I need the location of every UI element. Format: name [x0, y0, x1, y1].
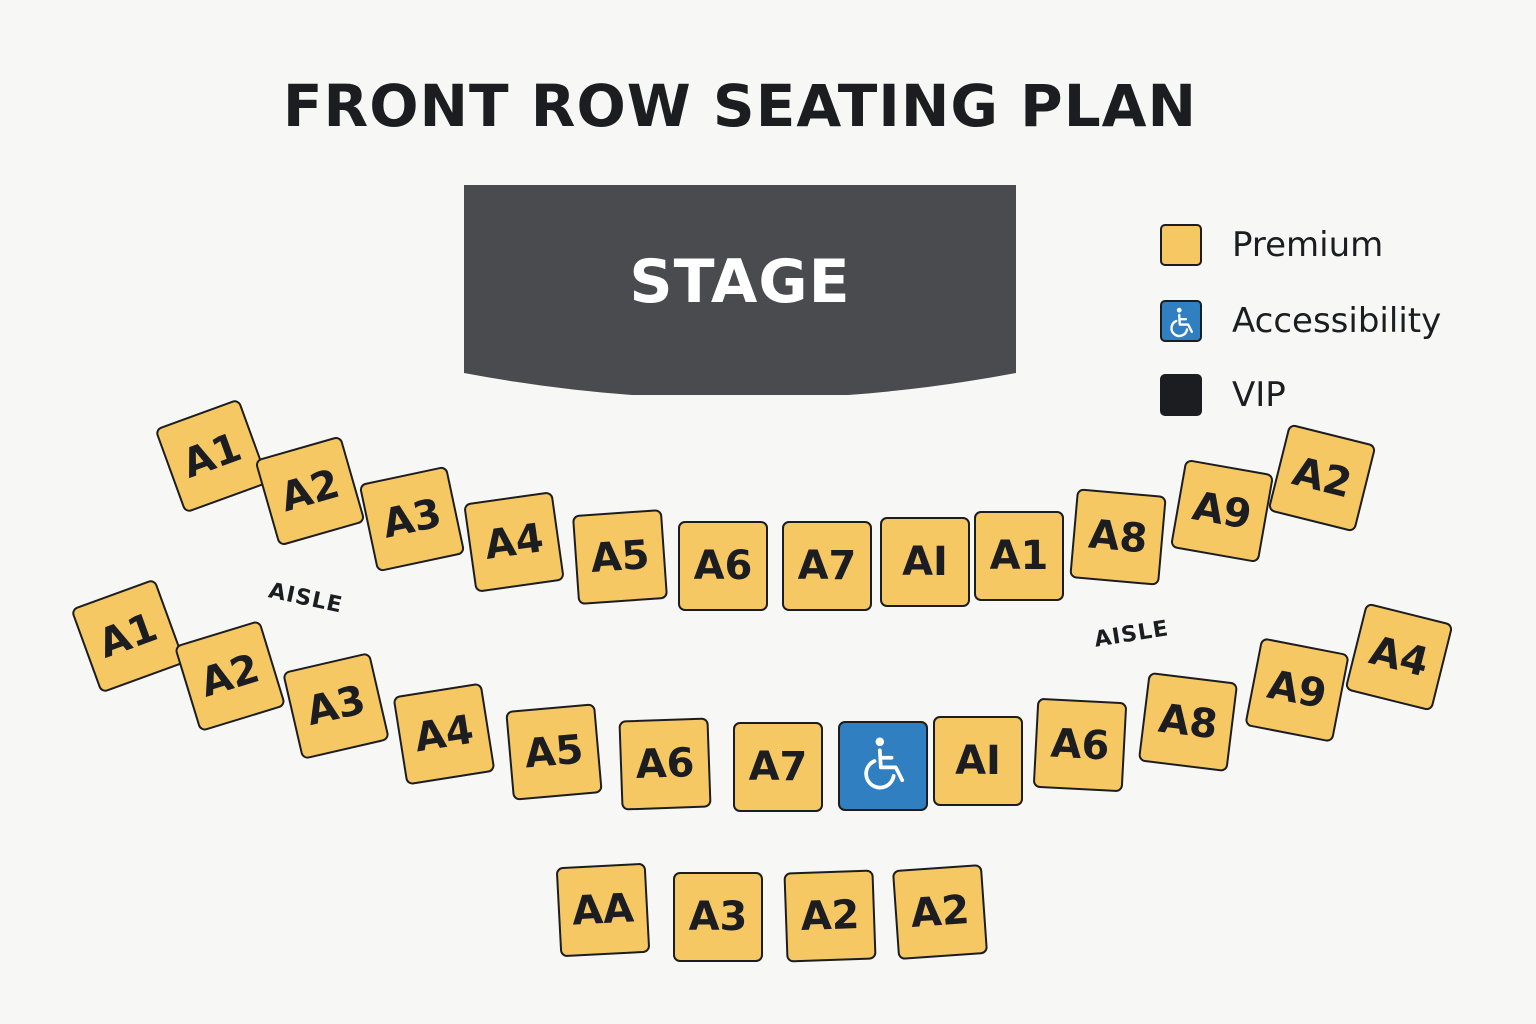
seat[interactable]: A2	[254, 435, 366, 547]
seat[interactable]: A2	[891, 863, 989, 961]
seat[interactable]: A8	[1069, 488, 1167, 586]
seat-label: A4	[1364, 627, 1434, 687]
seat-label: A8	[1086, 511, 1150, 563]
page-title: FRONT ROW SEATING PLAN	[282, 72, 1198, 140]
seat-label: A8	[1156, 695, 1220, 749]
stage: STAGE	[464, 185, 1016, 395]
seat-label: AI	[902, 539, 948, 585]
legend-item-premium: Premium	[1158, 222, 1478, 270]
seat-label: A3	[688, 894, 748, 940]
seat[interactable]: A3	[282, 652, 390, 760]
legend-item-vip: VIP	[1158, 372, 1478, 420]
seat[interactable]: A4	[463, 491, 565, 593]
wheelchair-icon	[851, 729, 915, 803]
seat-label: A6	[693, 543, 753, 589]
seat-label: A2	[275, 460, 345, 522]
vip-swatch-icon	[1160, 374, 1202, 416]
seat-label: A7	[748, 744, 808, 790]
seat[interactable]: A3	[673, 872, 763, 962]
stage-shape	[464, 185, 1016, 395]
legend-item-accessibility: Accessibility	[1158, 298, 1478, 346]
seat[interactable]: A2	[783, 869, 877, 963]
seat[interactable]: A9	[1169, 458, 1275, 564]
seat[interactable]: A2	[173, 619, 287, 733]
seat[interactable]: A1	[70, 578, 186, 694]
seat-label: A2	[195, 645, 265, 707]
seat[interactable]: A7	[782, 521, 872, 611]
seat[interactable]: AA	[555, 862, 651, 958]
legend-label: Accessibility	[1232, 301, 1442, 341]
seat[interactable]: AI	[880, 517, 970, 607]
seat-label: A9	[1189, 483, 1255, 539]
premium-swatch-icon	[1160, 224, 1202, 266]
seat-label: AI	[955, 738, 1001, 784]
seat[interactable]: A6	[678, 521, 768, 611]
seat[interactable]: A6	[618, 717, 712, 811]
seat[interactable]: A3	[358, 465, 466, 573]
seat-label: A6	[634, 739, 696, 789]
aisle-label-left: AISLE	[266, 578, 345, 619]
seat[interactable]: A8	[1137, 671, 1239, 773]
seat-label: A3	[302, 676, 370, 736]
seat-label: A4	[481, 515, 547, 569]
seat[interactable]: A4	[392, 682, 496, 786]
seat[interactable]: A1	[154, 398, 270, 514]
legend-label: Premium	[1232, 225, 1384, 265]
seat-label: A1	[176, 424, 248, 488]
seat-label: A3	[378, 490, 446, 548]
seat[interactable]: A7	[733, 722, 823, 812]
stage-label: STAGE	[629, 247, 851, 317]
seat[interactable]: A9	[1244, 637, 1350, 743]
seat[interactable]: A5	[505, 703, 603, 801]
seat-label: A2	[1287, 448, 1357, 508]
seat-label: A4	[411, 706, 477, 762]
seat[interactable]: A4	[1344, 602, 1454, 712]
seat[interactable]: A6	[1032, 697, 1128, 793]
seat-label: A1	[989, 533, 1049, 579]
aisle-label-right: AISLE	[1092, 616, 1171, 653]
accessible-seat[interactable]	[838, 721, 928, 811]
legend-label: VIP	[1232, 375, 1286, 415]
seat-label: A6	[1049, 720, 1111, 770]
seat-label: A5	[522, 726, 586, 778]
wheelchair-icon	[1160, 300, 1202, 342]
seat-label: A7	[797, 543, 857, 589]
seat-label: A2	[909, 887, 971, 937]
seat-label: A2	[799, 891, 861, 941]
seat[interactable]: A1	[974, 511, 1064, 601]
seat-label: A1	[92, 604, 164, 668]
seat[interactable]: A5	[571, 508, 669, 606]
seat[interactable]: A2	[1267, 423, 1377, 533]
seat-label: A5	[589, 532, 651, 582]
seat[interactable]: AI	[933, 716, 1023, 806]
seat-label: AA	[570, 885, 636, 935]
seat-label: A9	[1263, 661, 1331, 719]
